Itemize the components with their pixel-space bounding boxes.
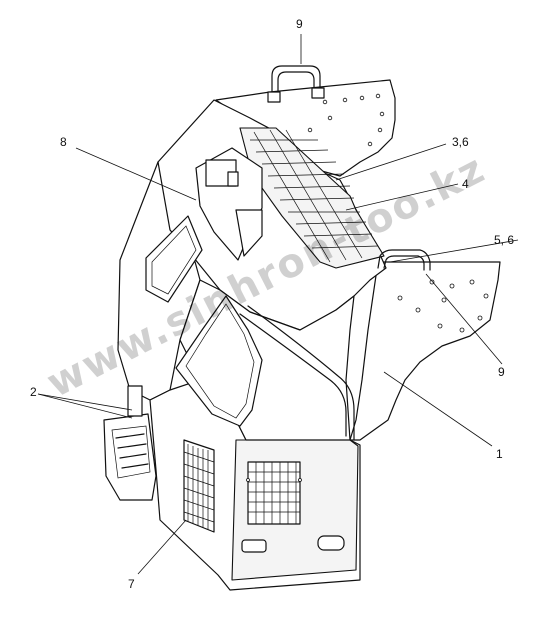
left-side-window <box>145 215 203 303</box>
grab-handle-right <box>377 249 431 271</box>
door-trim <box>239 305 355 441</box>
mesh-panel-part-7 <box>183 439 215 533</box>
roof-grille <box>239 127 385 269</box>
step-box-part-2 <box>103 385 157 501</box>
callout-2: 2 <box>30 385 37 399</box>
callout-9-top: 9 <box>296 17 303 31</box>
grab-handle-top <box>267 65 325 103</box>
side-panel-part-1 <box>349 261 501 441</box>
callout-labels: 9 8 3,6 4 5, 6 9 1 2 7 <box>30 17 514 591</box>
callout-7: 7 <box>128 577 135 591</box>
callout-3-6: 3,6 <box>452 135 469 149</box>
callout-1: 1 <box>496 447 503 461</box>
mount-bracket-part-8 <box>195 147 263 261</box>
top-rear-panel <box>215 79 396 177</box>
front-mesh-panel <box>241 461 345 553</box>
callout-9-right: 9 <box>498 365 505 379</box>
front-windshield <box>175 295 263 427</box>
leader-lines <box>37 34 519 575</box>
callout-4: 4 <box>462 177 469 191</box>
callout-5-6: 5, 6 <box>494 233 514 247</box>
callout-8: 8 <box>60 135 67 149</box>
